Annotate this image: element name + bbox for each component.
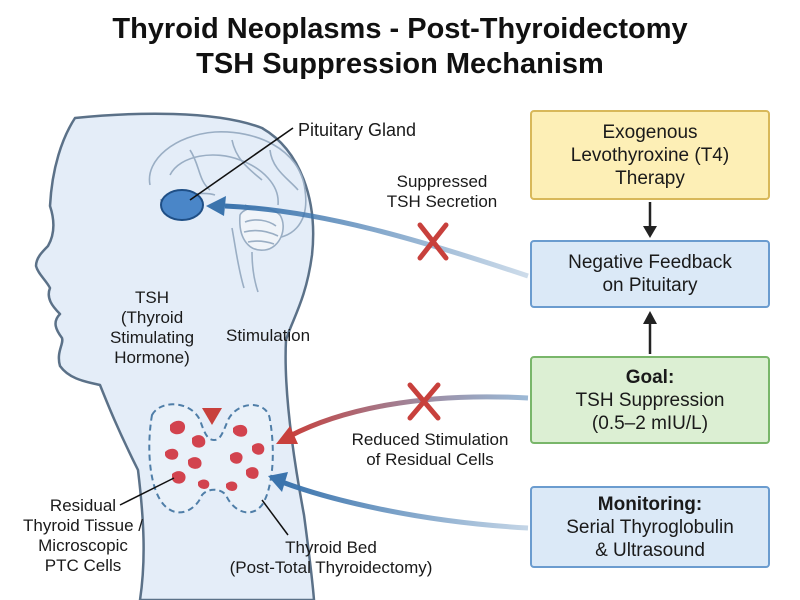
residual-leader-line	[119, 477, 175, 506]
reduced-line-1: Reduced Stimulation	[351, 430, 509, 449]
residual-line-2: Thyroid Tissue /	[23, 516, 143, 535]
therapy-line-2: Levothyroxine (T4)	[570, 144, 730, 166]
stimulation-label: Stimulation	[226, 326, 311, 345]
therapy-to-feedback-arrow	[643, 202, 657, 238]
monitoring-arrow	[268, 472, 529, 531]
therapy-line-3: Therapy	[615, 167, 685, 189]
feedback-line-1: Negative Feedback	[568, 252, 732, 273]
tsh-line-1: TSH	[135, 288, 169, 307]
goal-box: Goal: TSH Suppression (0.5–2 mIU/L)	[530, 356, 770, 444]
goal-to-feedback-arrow	[643, 311, 657, 354]
suppressed-line-1: Suppressed	[396, 172, 488, 191]
monitoring-box: Monitoring: Serial Thyroglobulin & Ultra…	[530, 486, 770, 568]
blocked-stimulation-x-icon	[407, 382, 441, 421]
title-line-1: Thyroid Neoplasms - Post-Thyroidectomy	[112, 13, 688, 45]
monitoring-line-1: Serial Thyroglobulin	[566, 516, 734, 538]
residual-line-3: Microscopic	[38, 536, 128, 555]
monitoring-line-2: & Ultrasound	[595, 539, 705, 561]
pituitary-label: Pituitary Gland	[298, 120, 417, 140]
negative-feedback-box: Negative Feedback on Pituitary	[530, 240, 770, 308]
title-line-2: TSH Suppression Mechanism	[196, 48, 604, 80]
residual-line-1: Residual	[49, 496, 117, 515]
pituitary-leader-line	[189, 127, 294, 201]
residual-line-4: PTC Cells	[44, 556, 122, 575]
diagram-title: Thyroid Neoplasms - Post-Thyroidectomy T…	[0, 12, 800, 82]
thyroid-bed-line-1: Thyroid Bed	[285, 538, 377, 557]
blocked-suppression-x-icon	[417, 222, 449, 261]
goal-line-2: (0.5–2 mIU/L)	[591, 412, 709, 434]
levothyroxine-therapy-box: Exogenous Levothyroxine (T4) Therapy	[530, 110, 770, 200]
thyroid-bed-line-2: (Post-Total Thyroidectomy)	[229, 558, 433, 577]
reduced-line-2: of Residual Cells	[366, 450, 494, 469]
tsh-line-3: Stimulating	[109, 328, 195, 347]
reduced-stimulation-label: Reduced Stimulation of Residual Cells	[330, 430, 530, 470]
suppressed-tsh-label: Suppressed TSH Secretion	[362, 172, 522, 212]
thyroid-bed-leader-line	[261, 499, 289, 536]
tsh-line-2: (Thyroid	[120, 308, 184, 327]
tsh-label: TSH (Thyroid Stimulating Hormone)	[96, 288, 208, 368]
suppressed-line-2: TSH Secretion	[386, 192, 498, 211]
tsh-line-4: Hormone)	[114, 348, 190, 367]
tsh-stimulation-arrow	[202, 222, 222, 425]
feedback-line-2: on Pituitary	[602, 275, 698, 296]
therapy-line-1: Exogenous	[602, 121, 698, 143]
residual-tissue-label: Residual Thyroid Tissue / Microscopic PT…	[12, 496, 154, 576]
reduced-stimulation-arrow	[276, 394, 529, 444]
thyroid-bed-label: Thyroid Bed (Post-Total Thyroidectomy)	[210, 538, 452, 578]
goal-heading: Goal:	[625, 366, 675, 388]
residual-tissue-foci	[165, 420, 265, 491]
monitoring-heading: Monitoring:	[597, 493, 703, 515]
goal-line-1: TSH Suppression	[575, 389, 725, 411]
suppression-arrow	[206, 196, 529, 279]
